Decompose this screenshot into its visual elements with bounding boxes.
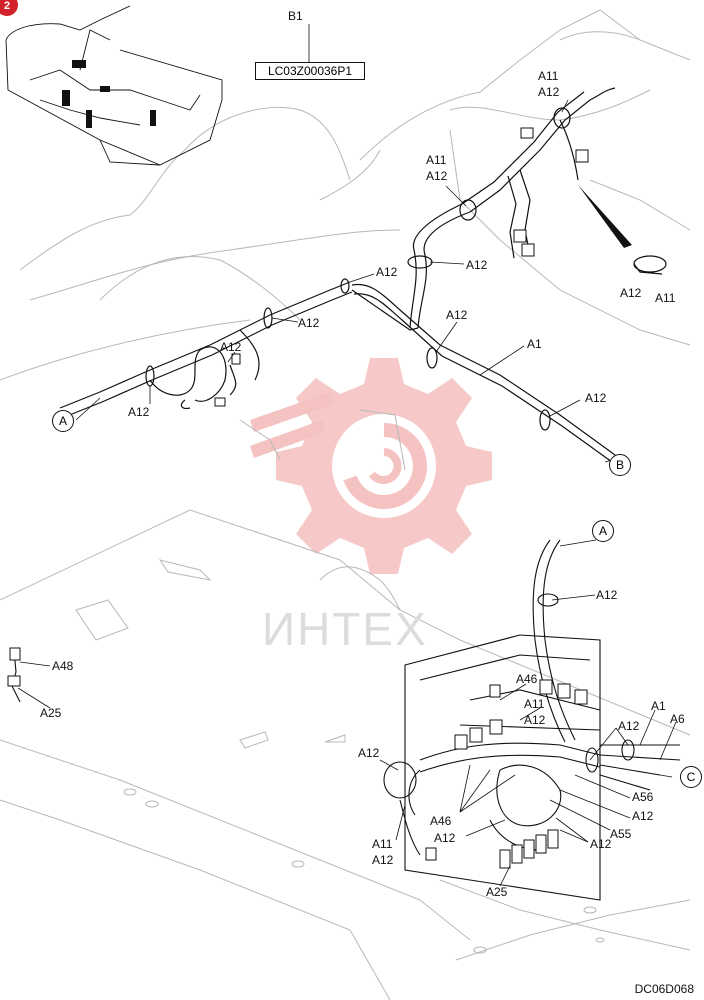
label-a12-box: A12 — [524, 713, 546, 727]
label-a12-bundle: A12 — [618, 719, 640, 733]
page-badge: 2 — [0, 0, 18, 16]
label-a46-top: A46 — [516, 672, 538, 686]
label-a6-right: A6 — [670, 712, 685, 726]
label-a12-bottom-right: A12 — [590, 837, 612, 851]
inset-thumbnail — [5, 5, 223, 166]
watermark-text: ИНТЕХ — [262, 603, 428, 655]
label-top-a11: A11 — [538, 69, 559, 83]
label-a46-bottom: A46 — [430, 814, 452, 828]
label-a12-tube: A12 — [376, 265, 398, 279]
label-a55: A55 — [610, 827, 632, 841]
connector-a-lower: A — [592, 520, 614, 542]
label-a12-joint: A12 — [446, 308, 468, 322]
watermark-arc — [343, 423, 427, 509]
label-top-a12: A12 — [538, 85, 560, 99]
label-a12-clamp: A12 — [298, 316, 320, 330]
connector-a-upper: A — [52, 410, 74, 432]
label-clip-a12: A12 — [620, 286, 642, 300]
label-a25-bottom: A25 — [486, 885, 508, 899]
lower-connectors — [7, 647, 588, 869]
lower-leaders — [17, 539, 677, 887]
watermark-bar-2 — [250, 420, 326, 458]
label-clip-a11: A11 — [655, 291, 676, 305]
upper-harness — [59, 87, 667, 463]
upper-connectors — [214, 127, 589, 407]
watermark-arc-inner — [368, 448, 402, 484]
connector-b: B — [609, 454, 631, 476]
drawing-code: DC06D068 — [634, 982, 694, 996]
label-a48: A48 — [52, 659, 74, 673]
label-a12-branch: A12 — [220, 340, 242, 354]
label-a1-right: A1 — [651, 699, 666, 713]
label-a12-bottom-mid: A12 — [434, 831, 456, 845]
connector-c: C — [680, 766, 702, 788]
label-a12-lower-right: A12 — [632, 809, 654, 823]
label-a12-left-box: A12 — [358, 746, 380, 760]
deck-outline — [0, 409, 691, 1000]
label-a12-right: A12 — [585, 391, 607, 405]
label-mid-a11: A11 — [426, 153, 447, 167]
callout-b1: B1 — [288, 9, 303, 23]
part-number-box: LC03Z00036P1 — [255, 62, 365, 80]
label-mid-a12: A12 — [426, 169, 448, 183]
lower-harness — [11, 539, 681, 901]
label-a11-box: A11 — [524, 697, 545, 711]
label-a25-left: A25 — [40, 706, 62, 720]
label-lower-a12-top: A12 — [596, 588, 618, 602]
watermark-bar-1 — [250, 392, 334, 432]
label-a12-left: A12 — [128, 405, 150, 419]
label-a12-loop: A12 — [466, 258, 488, 272]
label-a12-bottom-left: A12 — [372, 853, 394, 867]
label-a11-bottom-left: A11 — [372, 837, 393, 851]
inset-blocks — [62, 60, 156, 128]
upper-leaders — [75, 24, 613, 463]
machine-outline-upper — [0, 9, 691, 381]
label-upper-a1: A1 — [527, 337, 542, 351]
detail-arrow-icon — [578, 185, 632, 248]
label-a56: A56 — [632, 790, 654, 804]
